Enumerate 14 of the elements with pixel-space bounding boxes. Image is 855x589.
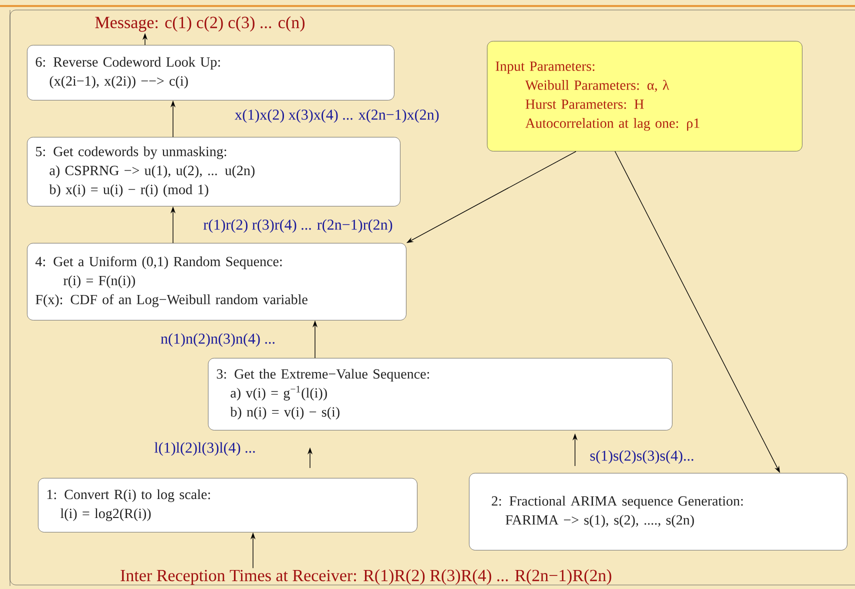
edge-label: n(1)n(2)n(3)n(4) ...: [160, 333, 274, 347]
flow-text: Message: c(1) c(2) c(3) ... c(n): [95, 16, 304, 32]
process-box: 3: Get the Extreme−Value Sequence: a) v(i) = g$^{−1}$(l(i)) b) n(i) = v(i) − s(i): [208, 358, 672, 430]
process-box: 2: Fractional ARIMA sequence Generation: FARIMA −> s(1), s(2), ...., s(2n): [469, 473, 848, 550]
edge-label: x(1)x(2) x(3)x(4) ... x(2n−1)x(2n): [234, 109, 439, 123]
process-box: 1: Convert R(i) to log scale: l(i) = log2(R(i)): [38, 478, 418, 532]
process-box: 4: Get a Uniform (0,1) Random Sequence: r(i) = F(n(i)) F(x): CDF of an Log−Weibull random variable: [27, 243, 406, 320]
flow-text: Inter Reception Times at Receiver: R(1)R(2) R(3)R(4) ... R(2n−1)R(2n): [120, 569, 612, 585]
process-box: 5: Get codewords by unmasking: a) CSPRNG −> u(1), u(2), ... u(2n) b) x(i) = u(i) − r(i) (mod 1): [27, 137, 400, 206]
parameter-box: Input Parameters: Weibull Parameters: α, λ Hurst Parameters: H Autocorrelation at lag one: ρ1: [487, 41, 802, 152]
edge-label: r(1)r(2) r(3)r(4) ... r(2n−1)r(2n): [204, 219, 392, 233]
edge-label: s(1)s(2)s(3)s(4)...: [590, 450, 694, 464]
edge-label: l(1)l(2)l(3)l(4) ...: [154, 442, 255, 456]
process-box: 6: Reverse Codeword Look Up: (x(2i−1), x(2i)) −−> c(i): [27, 45, 394, 100]
